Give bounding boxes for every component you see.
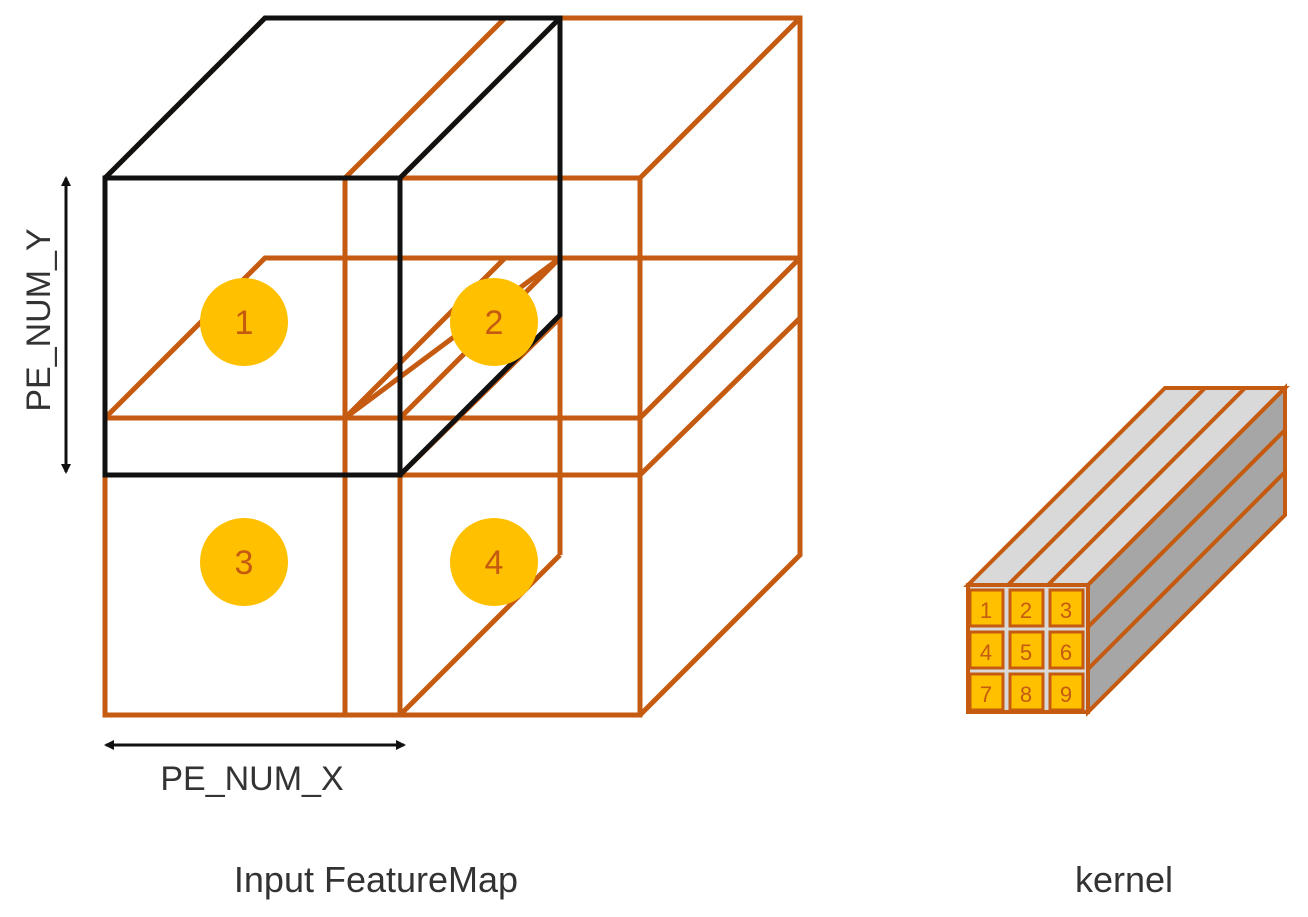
fm-badge-2: 2	[450, 278, 538, 366]
kernel-block: 1 2 3 4 5 6 7 8	[963, 383, 1290, 717]
side-divider-2	[638, 316, 802, 477]
fm-badge-1: 1	[200, 278, 288, 366]
kernel-cell-4-label: 4	[980, 640, 992, 665]
pe-num-x-label: PE_NUM_X	[160, 760, 343, 798]
kernel-side-divider-2	[1086, 470, 1287, 671]
pe-block-highlight	[102, 15, 563, 478]
kernel-cell-8: 8	[1008, 672, 1045, 712]
fm-badge-3-circle	[200, 518, 288, 606]
pe-block-front	[102, 175, 403, 478]
fm-badge-3-label: 3	[235, 544, 254, 582]
kernel-cell-7-label: 7	[980, 682, 992, 707]
mid-slice-back	[103, 255, 800, 420]
kernel-top-divider-1	[1006, 386, 1207, 587]
kernel-cell-2-label: 2	[1020, 598, 1032, 623]
mid-slice-line-3	[343, 255, 562, 421]
pe-num-y-label: PE_NUM_Y	[20, 228, 58, 411]
fm-badge-4-label: 4	[485, 544, 504, 582]
top-right-edge	[638, 16, 802, 180]
kernel-cell-9-label: 9	[1060, 682, 1072, 707]
fm-badge-2-circle	[450, 278, 538, 366]
kernel-caption: kernel	[1075, 859, 1173, 900]
fm-badge-4: 4	[450, 518, 538, 606]
pe-block-top-edge	[398, 16, 562, 180]
kernel-cell-1: 1	[968, 588, 1005, 628]
input-featuremap-caption: Input FeatureMap	[234, 859, 518, 900]
kernel-cell-3: 3	[1048, 588, 1085, 628]
kernel-cell-4: 4	[968, 630, 1005, 670]
fm-badge-2-label: 2	[485, 304, 504, 342]
top-divider-1	[343, 16, 507, 180]
kernel-cell-7: 7	[968, 672, 1005, 712]
kernel-cell-2: 2	[1008, 588, 1045, 628]
kernel-cell-6-label: 6	[1060, 640, 1072, 665]
side-divider-1	[638, 256, 802, 420]
kernel-cell-9: 9	[1048, 672, 1085, 712]
fm-badge-1-circle	[200, 278, 288, 366]
kernel-cell-1-label: 1	[980, 598, 992, 623]
fm-badge-4-circle	[450, 518, 538, 606]
kernel-cell-5-label: 5	[1020, 640, 1032, 665]
kernel-cell-3-label: 3	[1060, 598, 1072, 623]
kernel-cell-6: 6	[1048, 630, 1085, 670]
fm-badge-3: 3	[200, 518, 288, 606]
kernel-cell-5: 5	[1008, 630, 1045, 670]
kernel-top-divider-2	[1046, 386, 1247, 587]
fm-badge-1-label: 1	[235, 304, 254, 342]
kernel-cell-8-label: 8	[1020, 682, 1032, 707]
kernel-side-divider-1	[1086, 428, 1287, 629]
